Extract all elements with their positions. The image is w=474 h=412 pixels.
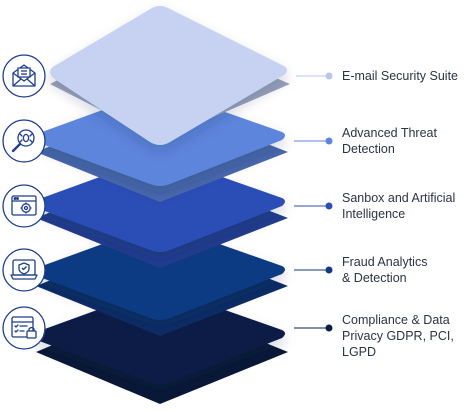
layer-5-label-line-3: LGPD: [342, 345, 377, 359]
layer-3-label-line-1: Sanbox and Artificial: [342, 191, 456, 205]
connector-2-dot: [325, 137, 333, 145]
layer-label-5: Compliance & Data Privacy GDPR, PCI, LGP…: [342, 312, 454, 360]
connector-4-dot: [325, 266, 333, 274]
connector-1: [296, 72, 333, 80]
layer-4: [36, 224, 288, 336]
layer-2-label-line-1: Advanced Threat: [342, 126, 437, 140]
layer-label-2: Advanced Threat Detection: [342, 125, 437, 157]
layer-3: [36, 156, 288, 268]
checklist-lock-icon: [2, 306, 46, 350]
browser-gear-icon: [2, 184, 46, 228]
layer-label-3: Sanbox and Artificial Intelligence: [342, 190, 455, 222]
monitor-shield-icon: [2, 248, 46, 292]
layer-3-label-line-2: Intelligence: [342, 207, 406, 221]
connector-3-dot: [325, 202, 333, 210]
layer-3-top: [36, 156, 285, 252]
layer-4-label-line-2: & Detection: [342, 271, 407, 285]
layer-5-label-line-1: Compliance & Data: [342, 313, 450, 327]
layer-5-label-line-2: Privacy GDPR, PCI,: [342, 329, 454, 343]
layer-label-1: E-mail Security Suite: [342, 68, 458, 84]
layer-4-label-line-1: Fraud Analytics: [342, 255, 428, 269]
layer-4-top: [36, 224, 285, 320]
connector-1-dot: [325, 72, 333, 80]
connector-4: [294, 266, 333, 274]
layer-1-top: [50, 6, 287, 145]
layer-1: [50, 6, 290, 145]
connector-5: [294, 324, 333, 332]
layer-5: [36, 288, 288, 404]
layer-1-label-line-1: E-mail Security Suite: [342, 69, 459, 83]
layer-2-label-line-2: Detection: [342, 142, 395, 156]
envelope-icon: [2, 54, 46, 98]
connector-3: [294, 202, 333, 210]
magnifier-bug-icon: [2, 119, 46, 163]
connector-5-dot: [325, 324, 333, 332]
connector-2: [294, 137, 333, 145]
layer-5-top: [36, 288, 285, 384]
layer-label-4: Fraud Analytics & Detection: [342, 254, 427, 286]
